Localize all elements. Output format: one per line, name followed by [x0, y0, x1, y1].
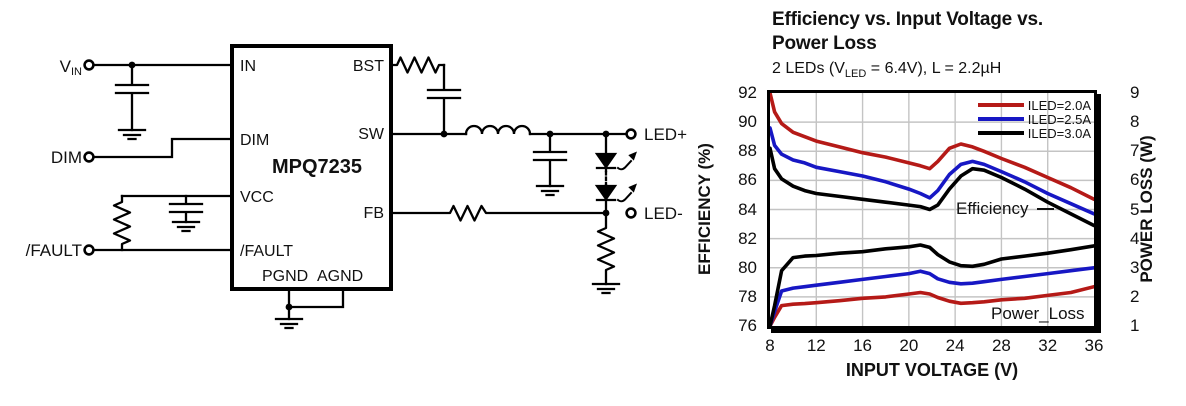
- led-plus-label: LED+: [644, 125, 687, 144]
- legend-swatch: [977, 117, 1024, 121]
- ic-part-number: MPQ7235: [272, 156, 362, 178]
- y-right-tick-label: 1: [1130, 316, 1140, 335]
- vcc-capacitor: [168, 194, 204, 233]
- ground-symbol: [117, 128, 147, 141]
- legend-label: ILED=3.0A: [1027, 125, 1091, 141]
- fault-terminal-label: /FAULT: [26, 241, 82, 260]
- chart-title-line1: Efficiency vs. Input Voltage vs.: [772, 9, 1043, 30]
- led-1: [594, 152, 618, 170]
- x-tick-label: 36: [1084, 336, 1104, 355]
- x-tick-label: 24: [945, 336, 965, 355]
- wire-dim: [91, 137, 234, 159]
- dim-terminal: [83, 151, 95, 163]
- y-right-tick-label: 8: [1130, 112, 1140, 132]
- fault-terminal: [83, 244, 95, 256]
- ground-symbol: [591, 282, 621, 295]
- chart-region: Efficiency vs. Input Voltage vs. Power L…: [695, 0, 1186, 406]
- y-right-tick-label: 9: [1130, 83, 1140, 102]
- y-axis-left-title: EFFICIENCY (%): [695, 143, 714, 275]
- annotation-power-loss: Power_Loss: [991, 304, 1085, 323]
- subtitle-pre: 2 LEDs (V: [772, 60, 845, 77]
- ground-symbol: [535, 184, 565, 197]
- legend-swatch: [977, 103, 1024, 107]
- y-right-tick-label: 3: [1130, 257, 1140, 277]
- chart-title-line2: Power Loss: [772, 33, 877, 54]
- pin-label-sw: SW: [358, 126, 385, 143]
- y-right-tick-label: 6: [1130, 170, 1140, 190]
- ground-symbol: [171, 220, 201, 233]
- subtitle-post: = 6.4V), L = 2.2µH: [866, 60, 1002, 77]
- y-left-tick-label: 76: [738, 316, 757, 335]
- x-tick-label: 32: [1038, 336, 1058, 355]
- annotation-efficiency: Efficiency: [956, 199, 1029, 218]
- pin-label-dim: DIM: [240, 132, 269, 149]
- led-string: [594, 132, 637, 215]
- x-tick-label: 20: [899, 336, 919, 355]
- y-left-tick-label: 86: [738, 170, 757, 190]
- x-tick-label: 16: [853, 336, 873, 355]
- led-minus-label: LED-: [644, 204, 683, 223]
- legend-item: ILED=2.0A: [977, 97, 1091, 113]
- output-capacitor: [532, 132, 568, 197]
- legend-label: ILED=2.0A: [1027, 97, 1091, 113]
- pgnd-agnd-ground: [274, 287, 345, 330]
- curve-power_loss-iled=2.0a: [770, 284, 1094, 326]
- legend-label: ILED=2.5A: [1027, 111, 1091, 127]
- led-minus-terminal: [625, 207, 637, 219]
- y-right-tick-label: 2: [1130, 286, 1140, 306]
- vin-label: VIN: [60, 57, 82, 78]
- output-inductor: [464, 124, 532, 136]
- dim-terminal-label: DIM: [51, 148, 82, 167]
- curve-efficiency-iled=2.0a: [770, 93, 1094, 202]
- y-left-tick-label: 78: [738, 286, 757, 306]
- junction-dots: [128, 61, 610, 311]
- y-left-tick-label: 92: [738, 83, 757, 102]
- legend-item: ILED=3.0A: [977, 125, 1091, 141]
- x-tick-label: 8: [765, 336, 775, 355]
- circuit-diagram: VIN DIM /FAULT LED+ LED- IN DIM VCC /FAU…: [26, 44, 687, 330]
- y-left-tick-label: 84: [738, 199, 757, 219]
- legend-swatch: [977, 131, 1024, 135]
- pin-label-fb: FB: [364, 205, 384, 222]
- x-axis-title: INPUT VOLTAGE (V): [845, 360, 1019, 380]
- chart-subtitle: 2 LEDs (VLED = 6.4V), L = 2.2µH: [772, 60, 1001, 80]
- curve-efficiency-iled=2.5a: [770, 126, 1094, 216]
- pin-label-in: IN: [240, 58, 256, 75]
- curve-power_loss-iled=3.0a: [770, 243, 1094, 326]
- chart-legend: ILED=2.0A ILED=2.5A ILED=3.0A: [977, 97, 1091, 141]
- vin-terminal: [83, 59, 95, 71]
- x-tick-label: 12: [806, 336, 826, 355]
- pin-label-vcc: VCC: [240, 189, 274, 206]
- led-light-arrows: [616, 151, 637, 203]
- y-left-tick-label: 88: [738, 141, 757, 161]
- y-right-tick-label: 5: [1130, 199, 1140, 219]
- curve-power_loss-iled=2.5a: [770, 266, 1094, 326]
- sense-resistor: [591, 211, 621, 295]
- pin-label-pgnd: PGND: [262, 268, 308, 285]
- y-left-tick-label: 82: [738, 228, 757, 248]
- bst-resistor: [389, 56, 446, 74]
- subtitle-sub: LED: [844, 68, 867, 81]
- fb-resistor: [389, 204, 608, 222]
- y-left-tick-label: 90: [738, 112, 757, 132]
- input-capacitor: [114, 63, 150, 141]
- annotation-efficiency-dash: [1037, 208, 1054, 211]
- legend-item: ILED=2.5A: [977, 111, 1091, 127]
- pin-label-fault: /FAULT: [240, 243, 293, 260]
- y-left-tick-label: 80: [738, 257, 757, 277]
- y-right-tick-label: 4: [1130, 228, 1140, 248]
- fault-pullup-resistor: [112, 194, 132, 252]
- pin-label-agnd: AGND: [317, 268, 363, 285]
- pin-label-bst: BST: [353, 58, 384, 75]
- bst-capacitor: [426, 63, 462, 136]
- ground-symbol: [274, 317, 304, 330]
- curve-efficiency-iled=3.0a: [770, 146, 1094, 228]
- plot-area: ILED=2.0A ILED=2.5A ILED=3.0A Efficiency…: [767, 90, 1097, 329]
- led-2: [594, 184, 618, 202]
- ic-body: [230, 44, 393, 291]
- led-plus-terminal: [625, 128, 637, 140]
- y-right-tick-label: 7: [1130, 141, 1140, 161]
- x-tick-label: 28: [991, 336, 1011, 355]
